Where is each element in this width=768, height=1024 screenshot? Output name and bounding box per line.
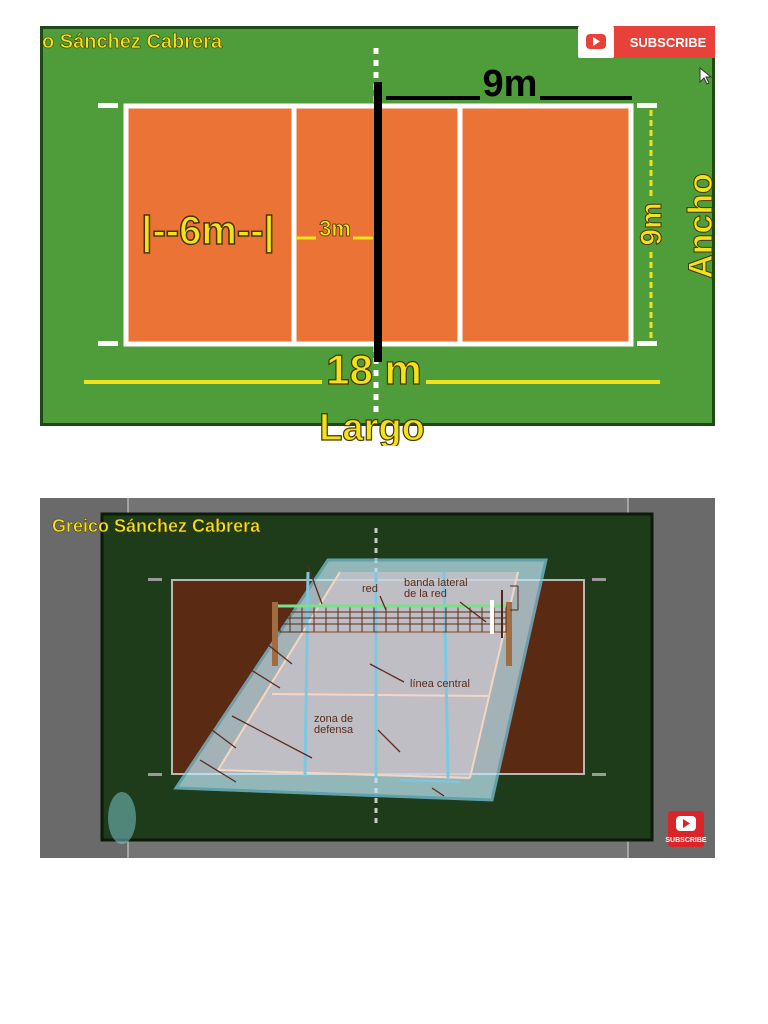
side-mark <box>148 578 162 581</box>
annotation-arrows <box>199 565 487 797</box>
label-9m-top: 9m <box>483 63 538 105</box>
label-3m: 3m <box>319 216 351 241</box>
court-dimensions-diagram: 9m |--6m--| 3m 9m Ancho 18 m o Sánchez C… <box>40 26 715 426</box>
net-mesh <box>280 606 506 632</box>
court-dimensions-frame: 9m |--6m--| 3m 9m Ancho 18 m o Sánchez C… <box>40 26 715 426</box>
label-18m: 18 m <box>326 346 422 393</box>
side-mark <box>148 773 162 776</box>
label-largo: Largo <box>319 407 425 446</box>
label-linea-central: línea central <box>410 678 470 690</box>
subscribe-badge[interactable]: SUBSCRIBE <box>665 811 707 847</box>
label-9m-side: 9m <box>635 202 668 245</box>
side-mark <box>98 341 118 346</box>
largo-label-container: Largo <box>319 406 426 446</box>
side-mark <box>637 103 657 108</box>
net-post-right <box>506 602 512 666</box>
channel-name: o Sánchez Cabrera <box>42 31 223 53</box>
net-line <box>374 82 382 362</box>
cursor-icon <box>699 66 713 85</box>
side-mark <box>98 103 118 108</box>
label-6m: |--6m--| <box>141 209 274 253</box>
court-perspective-frame: red banda lateral de la red línea centra… <box>40 498 715 858</box>
court-cross-line <box>271 693 489 697</box>
side-mark <box>637 341 657 346</box>
play-icon <box>593 37 600 46</box>
court-edge-line <box>399 779 461 783</box>
play-icon <box>683 819 690 828</box>
label-ancho: Ancho <box>682 173 715 279</box>
antenna <box>490 600 494 634</box>
subscribe-label[interactable]: SUBSCRIBE <box>630 35 707 50</box>
end-line <box>217 769 471 779</box>
subscribe-badge-label[interactable]: SUBSCRIBE <box>665 837 707 844</box>
net-post-left <box>272 602 278 666</box>
label-red: red <box>362 583 378 595</box>
side-mark <box>592 773 606 776</box>
side-mark <box>592 578 606 581</box>
light-glow <box>108 792 136 844</box>
label-de-la-red: de la red <box>404 588 447 600</box>
court-perspective-diagram: red banda lateral de la red línea centra… <box>40 498 715 858</box>
label-zona-de: zona de <box>314 713 353 725</box>
label-defensa: defensa <box>314 724 354 736</box>
label-banda-lateral: banda lateral <box>404 577 468 589</box>
subscribe-button[interactable]: SUBSCRIBE <box>578 26 715 58</box>
channel-name: Greico Sánchez Cabrera <box>52 516 261 536</box>
